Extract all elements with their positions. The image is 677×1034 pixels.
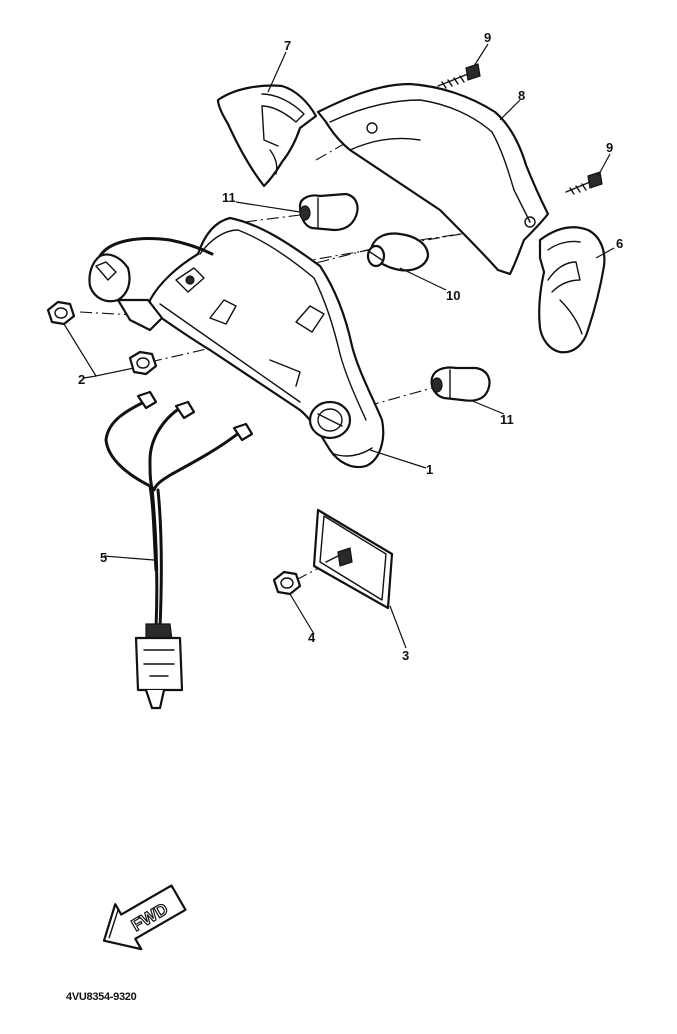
callout-1: 1 — [426, 462, 433, 477]
callout-8: 8 — [518, 88, 525, 103]
upper-cover — [316, 82, 550, 276]
callout-11-lower: 11 — [500, 412, 514, 427]
bulb-middle — [366, 232, 430, 272]
callout-9-upper: 9 — [484, 30, 491, 45]
nut-plate — [272, 570, 302, 596]
wire-harness — [104, 390, 254, 710]
callout-4: 4 — [308, 630, 316, 645]
callout-3: 3 — [402, 648, 409, 663]
bulb-upper — [298, 192, 359, 232]
callout-9-right: 9 — [606, 140, 613, 155]
screw-right — [565, 171, 603, 195]
drawing-code: 4VU8354-9320 — [66, 991, 137, 1003]
callout-7: 7 — [284, 38, 291, 53]
callout-6: 6 — [616, 236, 623, 251]
callout-2: 2 — [78, 372, 85, 387]
nut-lower — [128, 350, 158, 376]
leader-lines — [63, 43, 615, 649]
side-cover-left — [216, 84, 318, 188]
side-cover-right — [538, 226, 606, 354]
screw-upper — [437, 63, 481, 89]
callout-labels: 1 2 3 4 5 6 7 8 9 9 10 11 11 — [78, 30, 623, 663]
nut-upper — [46, 300, 76, 326]
forward-direction-arrow: FWD — [102, 884, 187, 951]
bulb-lower — [430, 366, 491, 402]
callout-11-upper: 11 — [222, 190, 236, 205]
reflector-plate — [312, 508, 394, 610]
tail-light-housing — [148, 216, 385, 469]
callout-5: 5 — [100, 550, 107, 565]
housing-socket-wiring — [88, 237, 214, 332]
callout-10: 10 — [446, 288, 460, 303]
